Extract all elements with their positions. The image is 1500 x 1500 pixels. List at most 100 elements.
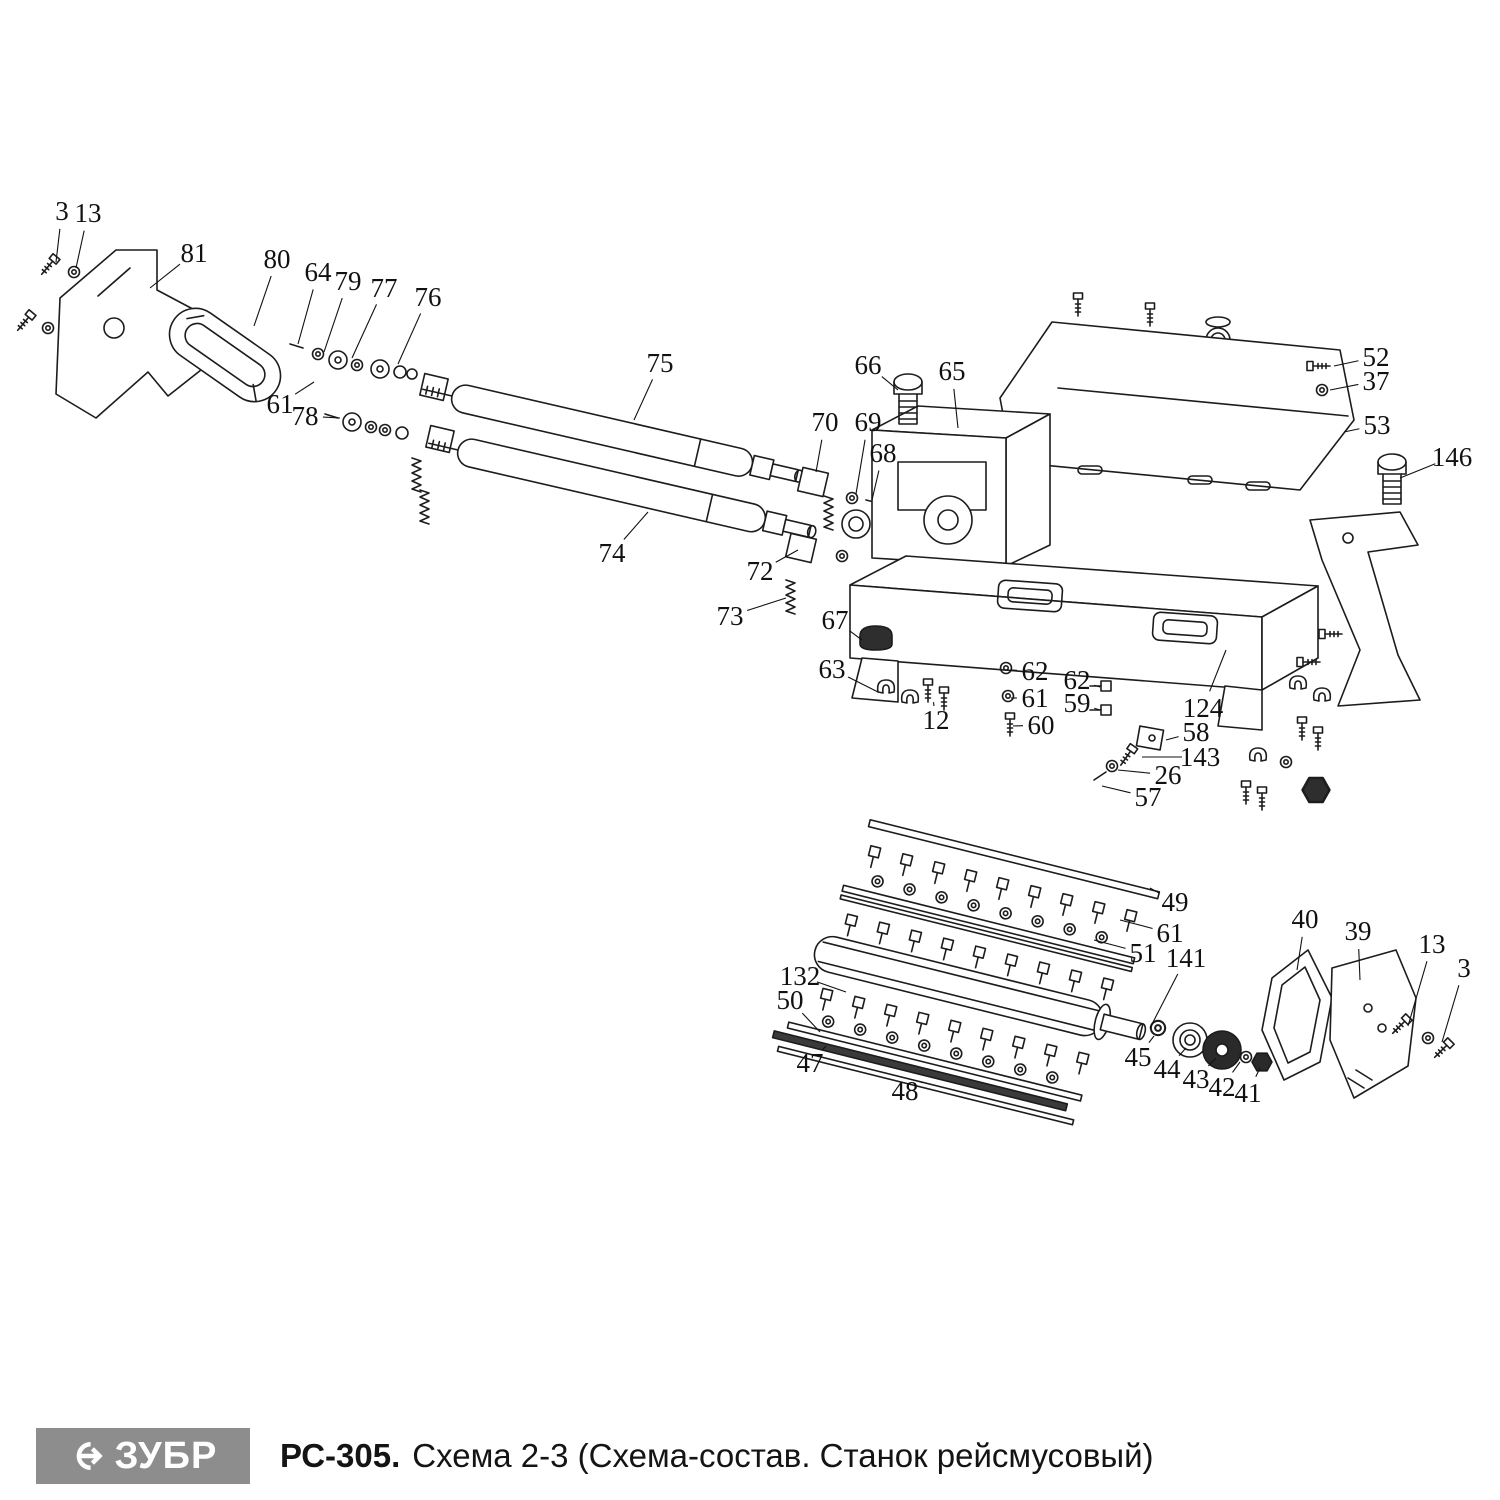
leader-line-43: [1208, 1057, 1217, 1067]
callout-41-52: 41: [1235, 1078, 1262, 1108]
callout-37-33: 37: [1363, 366, 1390, 396]
callout-57-31: 57: [1135, 782, 1162, 812]
callout-81-2: 81: [181, 238, 208, 268]
callout-61-23: 61: [1022, 683, 1049, 713]
lower-roller: [427, 438, 817, 539]
height-adjustment-bolts: [859, 373, 1407, 651]
callout-13-1: 13: [75, 198, 102, 228]
leader-line-61: [294, 381, 315, 395]
callout-40-40: 40: [1292, 904, 1319, 934]
callout-124-27: 124: [1183, 693, 1224, 723]
callout-50-45: 50: [777, 985, 804, 1015]
leader-line-47: [821, 1045, 827, 1051]
leader-line-132: [816, 981, 847, 993]
callout-13-42: 13: [1419, 929, 1446, 959]
callout-76-7: 76: [415, 282, 442, 312]
leader-line-77: [351, 304, 378, 359]
callout-3-43: 3: [1457, 953, 1471, 983]
callout-80-3: 80: [264, 244, 291, 274]
callout-26-30: 26: [1155, 760, 1182, 790]
leader-line-81: [149, 263, 181, 289]
machine-body: [849, 405, 1421, 731]
callout-43-50: 43: [1183, 1064, 1210, 1094]
leader-line-42: [1232, 1061, 1241, 1073]
schema-title: Схема 2-3 (Схема-состав. Станок рейсмусо…: [412, 1437, 1154, 1474]
line-art: [13, 249, 1455, 1126]
base-fasteners: [876, 661, 1332, 811]
leader-line-49: [1149, 887, 1160, 894]
zubr-logo: ЗУБР: [36, 1428, 250, 1484]
leader-line-63: [847, 676, 879, 693]
leader-line-3: [1441, 985, 1460, 1043]
drum-end-hardware: [1149, 1019, 1273, 1072]
leader-line-73: [746, 597, 787, 612]
leader-line-13: [75, 230, 85, 269]
callout-61-9: 61: [267, 389, 294, 419]
callout-69-15: 69: [855, 407, 882, 437]
callout-52-32: 52: [1363, 342, 1390, 372]
roller-hardware-chain: [289, 343, 430, 525]
leader-line-3: [55, 228, 61, 263]
leader-line-78: [322, 416, 341, 419]
leader-line-51: [1093, 939, 1126, 949]
cutter-drum: [813, 935, 1147, 1041]
callout-39-41: 39: [1345, 916, 1372, 946]
leader-line-67: [849, 630, 863, 641]
callout-74-11: 74: [599, 538, 627, 568]
dust-cover: [999, 292, 1355, 491]
leader-line-74: [623, 511, 649, 540]
callout-62-22: 62: [1022, 656, 1049, 686]
callout-65-13: 65: [939, 356, 966, 386]
leader-line-65: [953, 388, 959, 429]
callout-49-36: 49: [1162, 887, 1189, 917]
leader-line-12: [932, 702, 935, 707]
leader-line-58: [1165, 736, 1179, 741]
callout-143-29: 143: [1180, 742, 1221, 772]
leader-line-37: [1329, 383, 1359, 391]
callout-64-4: 64: [305, 257, 333, 287]
leader-line-70: [815, 439, 823, 473]
callout-70-14: 70: [812, 407, 839, 437]
callout-44-49: 44: [1154, 1054, 1182, 1084]
leader-line-52: [1333, 360, 1359, 367]
callout-62-25: 62: [1064, 665, 1091, 695]
model-number: РС-305.: [280, 1437, 401, 1474]
callout-141-39: 141: [1166, 943, 1207, 973]
callout-3-0: 3: [55, 196, 69, 226]
leader-line-50: [801, 1012, 821, 1033]
side-plates: [1261, 949, 1455, 1099]
leader-line-44: [1178, 1047, 1187, 1057]
leader-line-57: [1101, 785, 1131, 794]
handle-loop: [168, 307, 282, 403]
callout-47-46: 47: [797, 1048, 824, 1078]
upper-roller: [421, 384, 804, 483]
callout-77-6: 77: [371, 273, 398, 303]
callout-61-37: 61: [1157, 918, 1184, 948]
leader-line-62: [1094, 684, 1101, 688]
leader-line-41: [1255, 1067, 1261, 1078]
leader-line-13: [1407, 961, 1428, 1027]
callout-53-34: 53: [1364, 410, 1391, 440]
leader-line-146: [1399, 463, 1436, 479]
cutter-head-assembly: [771, 818, 1161, 1126]
callout-48-47: 48: [892, 1076, 919, 1106]
callout-67-19: 67: [822, 605, 849, 635]
leader-line-61: [1119, 919, 1153, 930]
feed-rollers: [419, 372, 879, 615]
leader-line-72: [775, 549, 799, 563]
callout-51-38: 51: [1130, 938, 1157, 968]
leader-line-124: [1209, 649, 1227, 692]
zubr-logo-icon: [76, 1442, 103, 1470]
callout-78-10: 78: [292, 401, 319, 431]
leader-line-59: [1094, 707, 1101, 711]
leader-line-76: [397, 313, 422, 365]
callout-45-48: 45: [1125, 1042, 1152, 1072]
leader-line-40: [1296, 936, 1303, 971]
leader-line-141: [1149, 973, 1179, 1029]
callout-60-24: 60: [1028, 710, 1055, 740]
bracket-assembly: [13, 249, 282, 419]
callout-132-44: 132: [780, 961, 821, 991]
